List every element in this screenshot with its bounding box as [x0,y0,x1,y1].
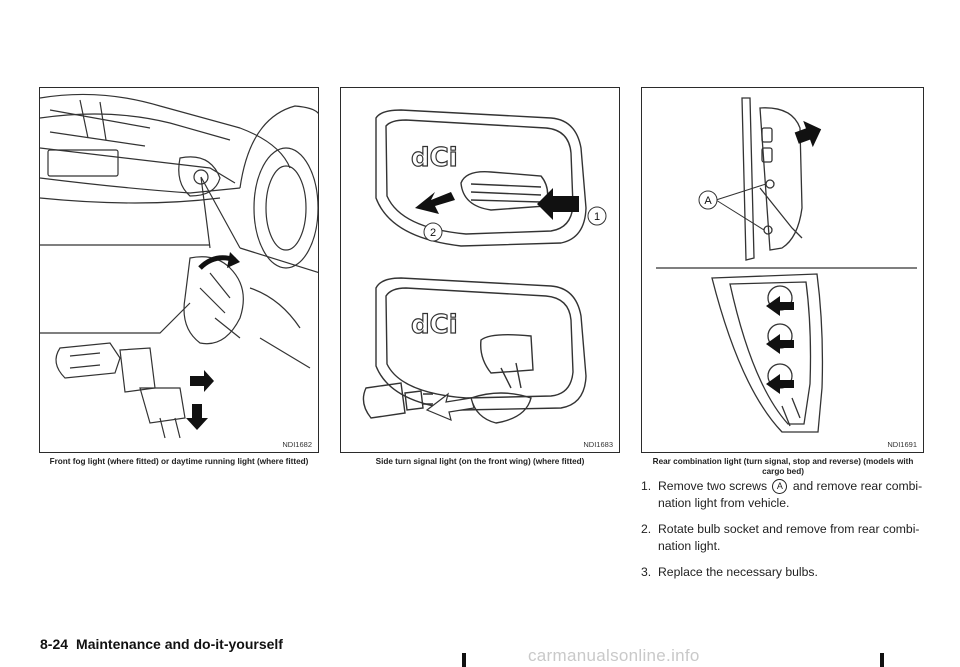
rear-light-illustration: A [656,97,917,433]
instruction-steps: 1. Remove two screws A and remove rear c… [641,478,931,590]
crop-mark [880,653,884,667]
dci-badge-top: dCi [411,143,458,173]
step-text: Replace the necessary bulbs. [658,565,818,579]
step-text-after: and remove rear combi-nation light from … [658,479,923,510]
step-3: 3. Replace the necessary bulbs. [641,564,931,581]
caption-side-turn-signal: Side turn signal light (on the front win… [375,457,585,466]
page-footer: 8-24 Maintenance and do-it-yourself [40,636,283,652]
fog-light-illustration [40,93,318,439]
figure-rear-combination-light: A NDI1691 [641,87,924,453]
dci-badge-bottom: dCi [411,310,458,340]
step-number: 3. [641,565,652,579]
crop-mark [462,653,466,667]
turn-signal-illustration: dCi dCi 1 2 [362,109,607,424]
step-text: Rotate bulb socket and remove from rear … [658,522,920,553]
figure-code: NDI1683 [583,440,613,449]
callout-1: 1 [594,211,600,223]
step-text-before: Remove two screws [658,479,768,493]
section-title: Maintenance and do-it-yourself [76,636,283,652]
step-2: 2. Rotate bulb socket and remove from re… [641,521,931,555]
step-number: 2. [641,522,652,536]
figure-fog-light: NDI1682 [39,87,319,453]
caption-fog-light: Front fog light (where fitted) or daytim… [49,457,309,466]
figure-code: NDI1691 [887,440,917,449]
caption-rear-combination-light: Rear combination light (turn signal, sto… [652,457,914,476]
callout-a: A [704,195,712,207]
page-number: 8-24 [40,636,69,652]
callout-a-inline: A [772,479,788,494]
step-1: 1. Remove two screws A and remove rear c… [641,478,931,512]
figure-side-turn-signal: dCi dCi 1 2 NDI1683 [340,87,620,453]
step-number: 1. [641,479,652,493]
watermark: carmanualsonline.info [528,646,700,665]
callout-2: 2 [430,227,436,239]
figure-code: NDI1682 [282,440,312,449]
